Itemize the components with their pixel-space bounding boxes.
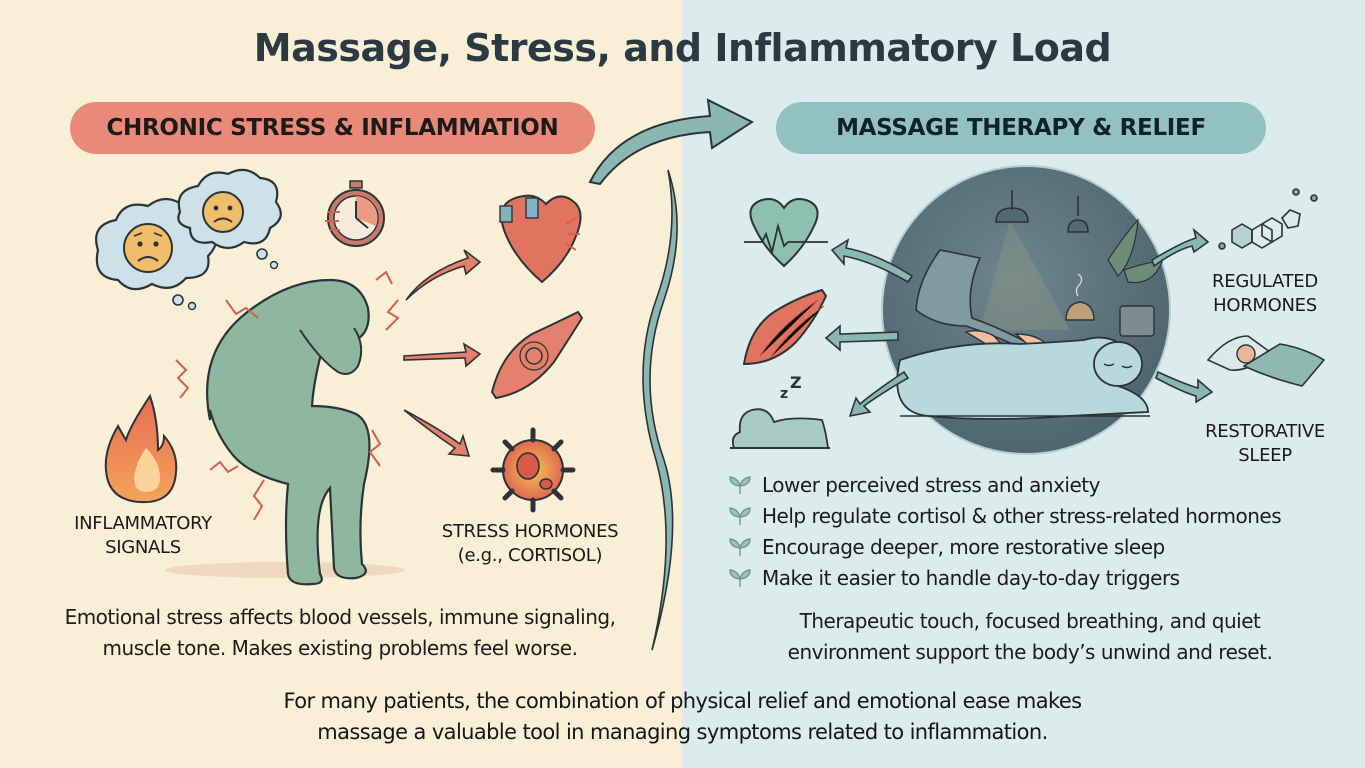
left-panel-caption: Emotional stress affects blood vessels, … xyxy=(64,605,616,660)
benefits-list: Lower perceived stress and anxiety Help … xyxy=(728,469,1282,593)
section-header-chronic-stress: CHRONIC STRESS & INFLAMMATION xyxy=(70,102,595,154)
section-header-label: CHRONIC STRESS & INFLAMMATION xyxy=(106,115,559,141)
section-header-label: MASSAGE THERAPY & RELIEF xyxy=(836,115,1206,141)
label-stress-hormones: STRESS HORMONES (e.g., CORTISOL) xyxy=(441,521,619,566)
leaf-sprout-icon xyxy=(729,568,751,587)
leaf-sprout-icon xyxy=(729,537,751,556)
list-item: Help regulate cortisol & other stress-re… xyxy=(728,500,1282,531)
leaf-sprout-icon xyxy=(729,475,751,494)
section-header-massage-therapy: MASSAGE THERAPY & RELIEF xyxy=(776,102,1266,154)
right-panel-caption: Therapeutic touch, focused breathing, an… xyxy=(787,609,1273,664)
list-item: Lower perceived stress and anxiety xyxy=(728,469,1281,500)
label-regulated-hormones: REGULATED HORMONES xyxy=(1212,271,1318,316)
label-inflammatory-signals: INFLAMMATORY SIGNALS xyxy=(74,513,212,558)
list-item: Encourage deeper, more restorative sleep xyxy=(728,531,1281,562)
footer-summary: For many patients, the combination of ph… xyxy=(283,689,1082,744)
list-item: Make it easier to handle day-to-day trig… xyxy=(728,562,1281,593)
label-restorative-sleep: RESTORATIVE SLEEP xyxy=(1205,421,1325,466)
leaf-sprout-icon xyxy=(729,506,751,525)
page-title: Massage, Stress, and Inflammatory Load xyxy=(253,26,1112,70)
